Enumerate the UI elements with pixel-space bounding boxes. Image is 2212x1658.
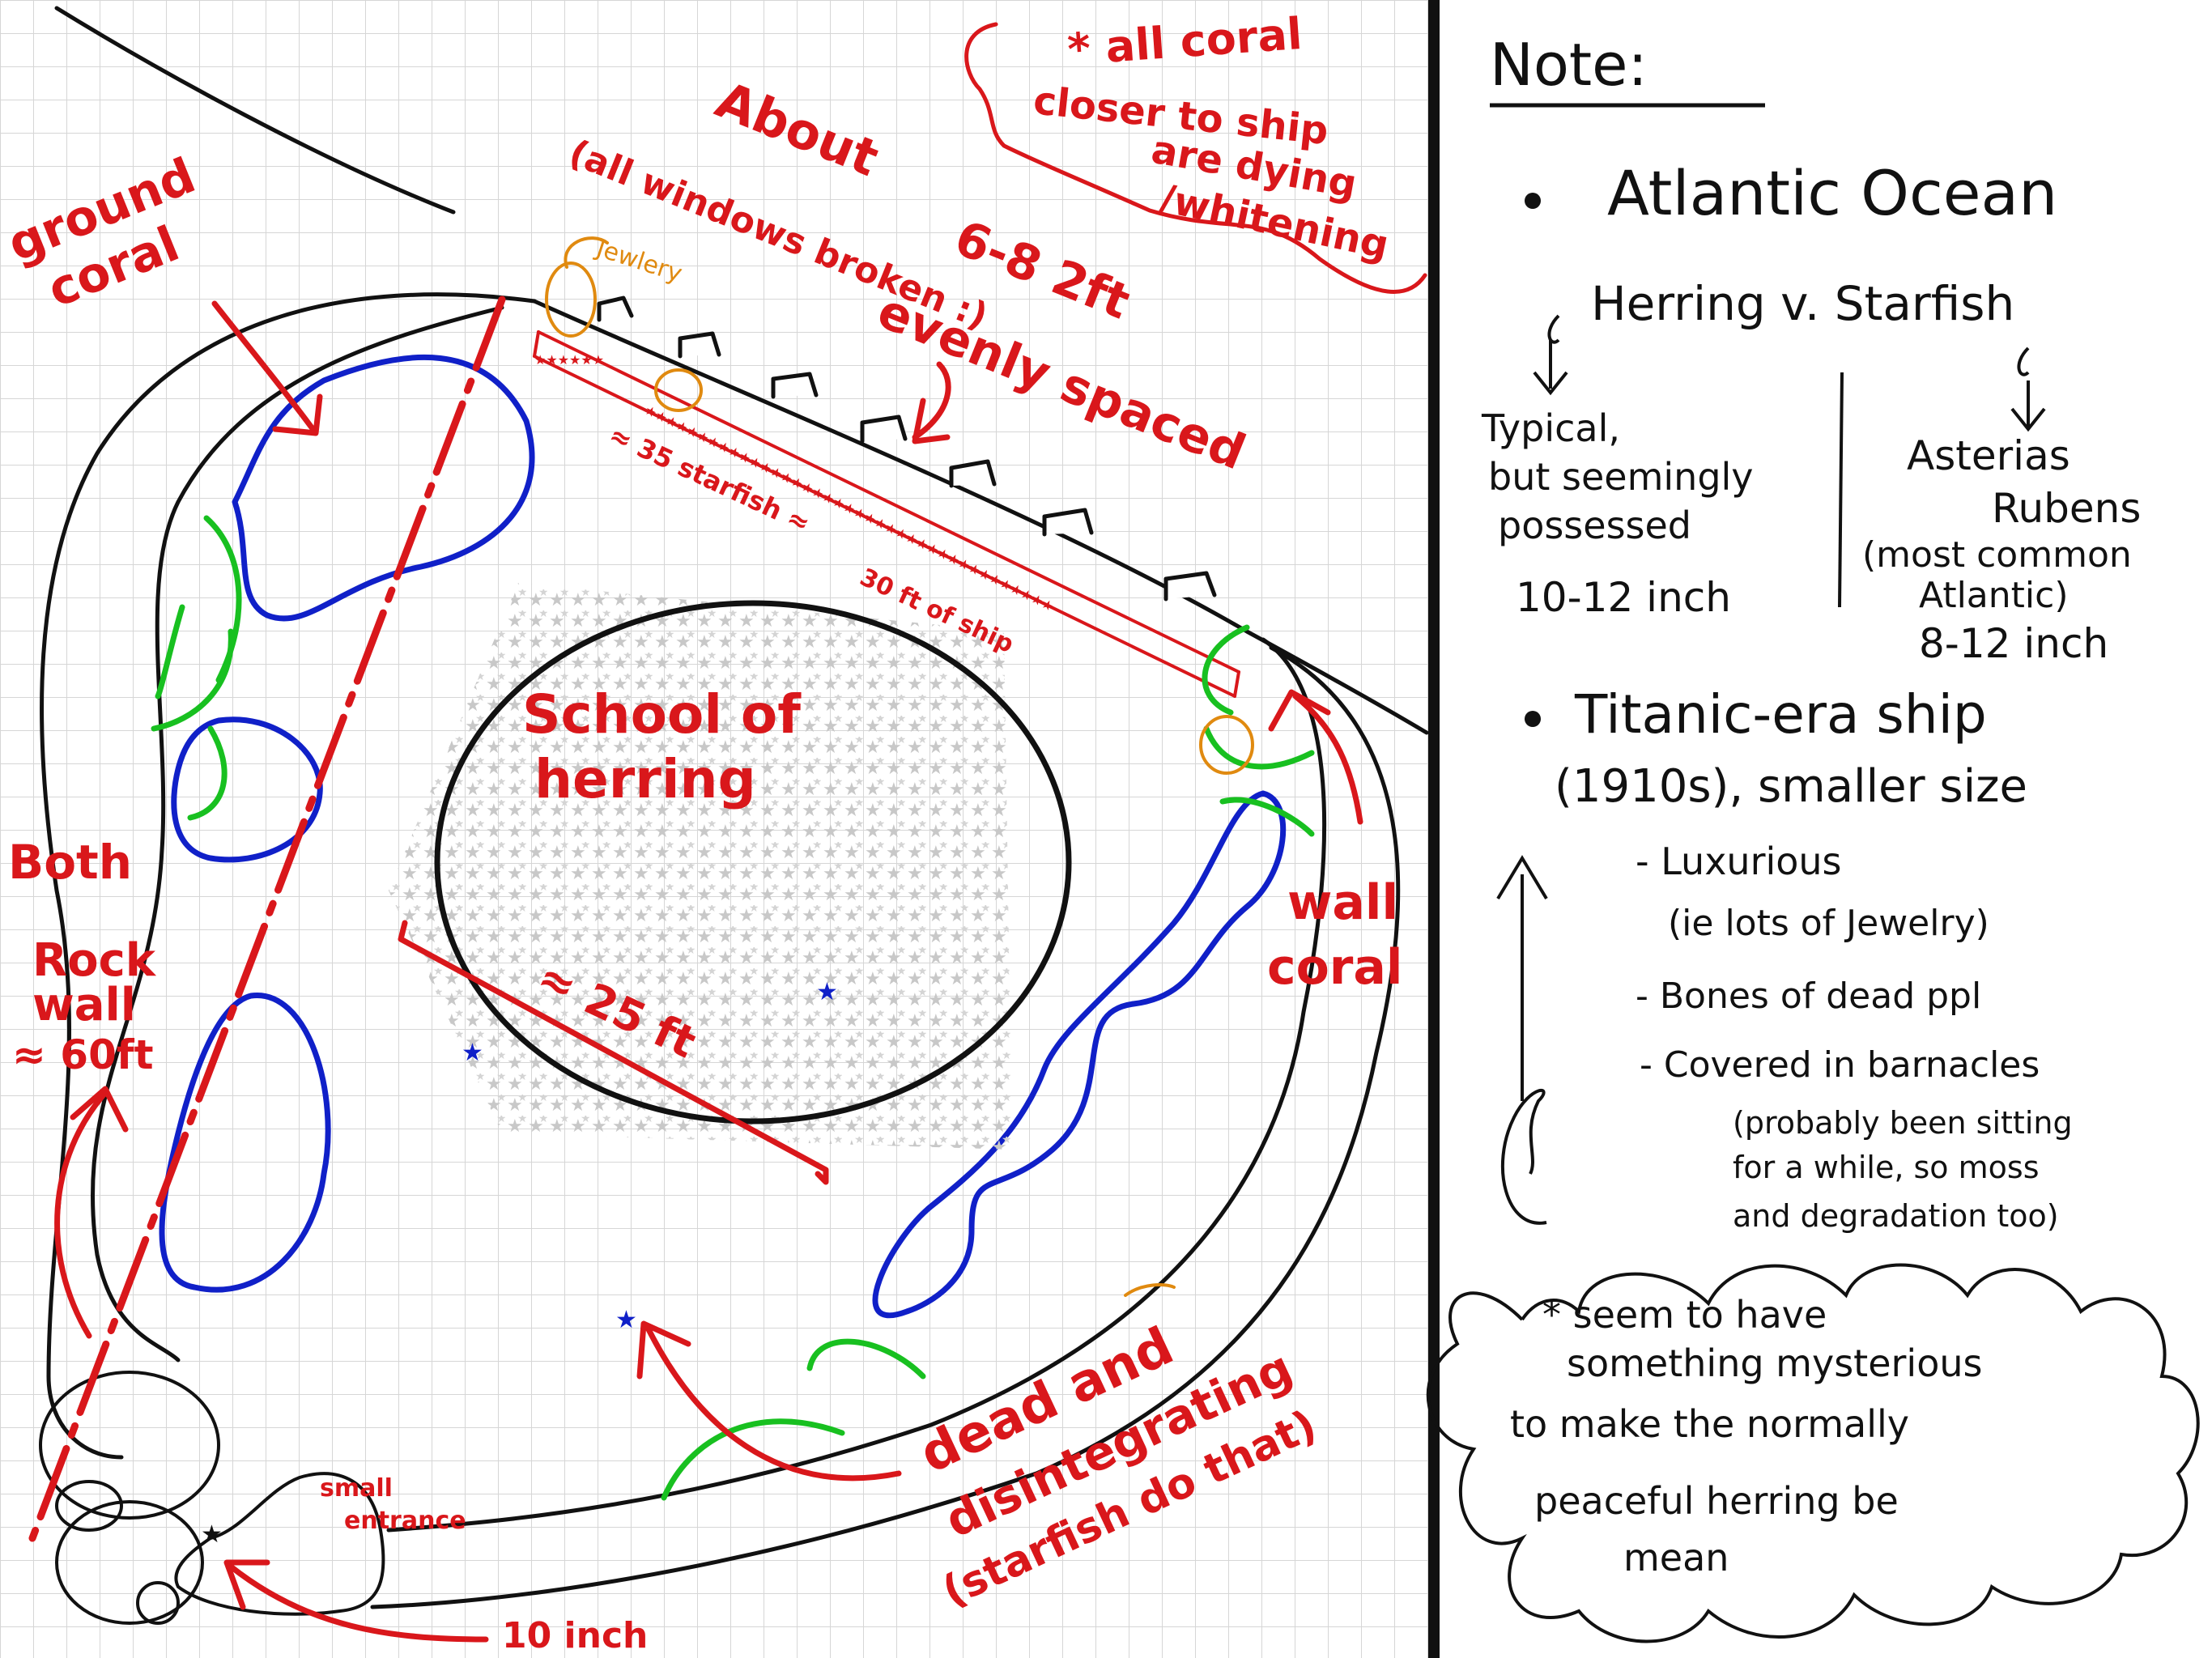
herring-desc-2: but seemingly <box>1488 455 1754 499</box>
entrance-label-2: entrance <box>344 1507 466 1535</box>
dead-coral-arrow <box>636 1320 902 1482</box>
herring-school <box>389 583 1072 1150</box>
bullet-2-dot <box>1525 711 1541 727</box>
notes-heading: Note: <box>1490 31 1648 99</box>
herring-school-circle <box>434 600 1072 1124</box>
entrance-label-1: small <box>320 1474 393 1503</box>
coral-note-bracket <box>964 22 1427 294</box>
panel-divider <box>1428 0 1440 1658</box>
red-arrows <box>54 300 1363 1643</box>
detail-7: and degradation too) <box>1733 1198 2059 1234</box>
thought-cloud <box>1426 1263 2200 1643</box>
wall-coral-label-2: coral <box>1267 939 1402 996</box>
blue-rock-lower <box>159 993 331 1293</box>
herring-desc-4: 10-12 inch <box>1516 574 1731 621</box>
bullet-2-line-1: Titanic-era ship <box>1574 683 1987 746</box>
starfish-desc-4: Atlantic) <box>1919 575 2069 616</box>
svg-text:★: ★ <box>816 978 838 1006</box>
school-label-2: herring <box>534 748 756 810</box>
blue-rock-top <box>232 354 535 622</box>
school-label-1: School of <box>522 683 802 746</box>
entrance-rock-4 <box>136 1581 180 1625</box>
blue-rock-right <box>872 790 1287 1319</box>
rock-wall-label-2: Rock <box>32 934 157 987</box>
blue-rocks <box>159 354 1287 1319</box>
detail-4: - Covered in barnacles <box>1640 1044 2040 1086</box>
bullet-1-dot <box>1525 193 1541 209</box>
cloud-line-4: peaceful herring be <box>1534 1479 1899 1523</box>
deck-line-lower <box>533 355 1236 698</box>
cloud-line-3: to make the normally <box>1510 1402 1909 1446</box>
wall-coral-label-1: wall <box>1287 874 1398 931</box>
entrance-size-label: 10 inch <box>502 1615 648 1656</box>
hull-diagonal-line <box>54 6 456 215</box>
windows-arrow <box>912 361 951 444</box>
starfish-desc-5: 8-12 inch <box>1919 620 2108 667</box>
cloud-line-5: mean <box>1623 1536 1729 1579</box>
rock-wall-arrow <box>54 1086 129 1339</box>
vs-divider <box>1838 372 1844 608</box>
rock-wall-label-1: Both <box>8 835 132 890</box>
rock-wall-label-4: ≈ 60ft <box>12 1031 154 1078</box>
detail-5: (probably been sitting <box>1733 1105 2073 1141</box>
blue-rock-mid <box>171 716 323 863</box>
vs-line: Herring v. Starfish <box>1591 276 2014 331</box>
ship-windows <box>597 295 1217 602</box>
jewelry-markers <box>545 236 1254 1297</box>
bullet-2-line-2: (1910s), smaller size <box>1555 760 2027 813</box>
inner-cave-wall <box>90 305 1327 1533</box>
entrance-rock-5 <box>174 1472 385 1616</box>
svg-text:★: ★ <box>462 1039 483 1067</box>
svg-text:★: ★ <box>201 1520 223 1549</box>
wall-coral-arrow <box>1268 689 1363 825</box>
entrance-rock-2 <box>55 1500 204 1625</box>
starfish-desc-3: (most common <box>1862 534 2132 576</box>
blue-starfish: ★ ★ ★ ★ <box>201 978 838 1549</box>
starfish-desc-2: Rubens <box>1992 485 2141 532</box>
cloud-line-2: something mysterious <box>1567 1341 1982 1385</box>
rock-wall-label-3: wall <box>32 979 136 1031</box>
rock-wall-dashed-line <box>28 295 506 1542</box>
svg-text:★★★★★★: ★★★★★★ <box>534 352 604 368</box>
svg-text:★: ★ <box>615 1306 637 1334</box>
detail-3: - Bones of dead ppl <box>1636 976 1981 1017</box>
ground-coral-arrow <box>211 300 323 436</box>
entrance-arrow <box>223 1559 489 1643</box>
bullet-1-text: Atlantic Ocean <box>1607 157 2057 229</box>
ship-hull-line <box>532 299 1429 735</box>
entrance-rock-1 <box>39 1371 220 1520</box>
herring-desc-3: possessed <box>1498 504 1691 547</box>
detail-1: - Luxurious <box>1636 840 1842 883</box>
herring-down-arrow <box>1533 314 1568 396</box>
detail-6: for a while, so moss <box>1733 1150 2040 1185</box>
notes-panel: Note: Atlantic Ocean Herring v. Starfish… <box>1426 31 2200 1643</box>
starfish-down-arrow <box>2010 346 2046 432</box>
details-arrow <box>1496 855 1548 1225</box>
detail-2: (ie lots of Jewelry) <box>1668 903 1989 944</box>
school-size-line <box>398 920 829 1185</box>
starfish-desc-1: Asterias <box>1907 432 2070 479</box>
herring-desc-1: Typical, <box>1481 406 1620 450</box>
entrance-rock-3 <box>55 1480 123 1532</box>
cloud-line-1: * seem to have <box>1542 1293 1827 1337</box>
